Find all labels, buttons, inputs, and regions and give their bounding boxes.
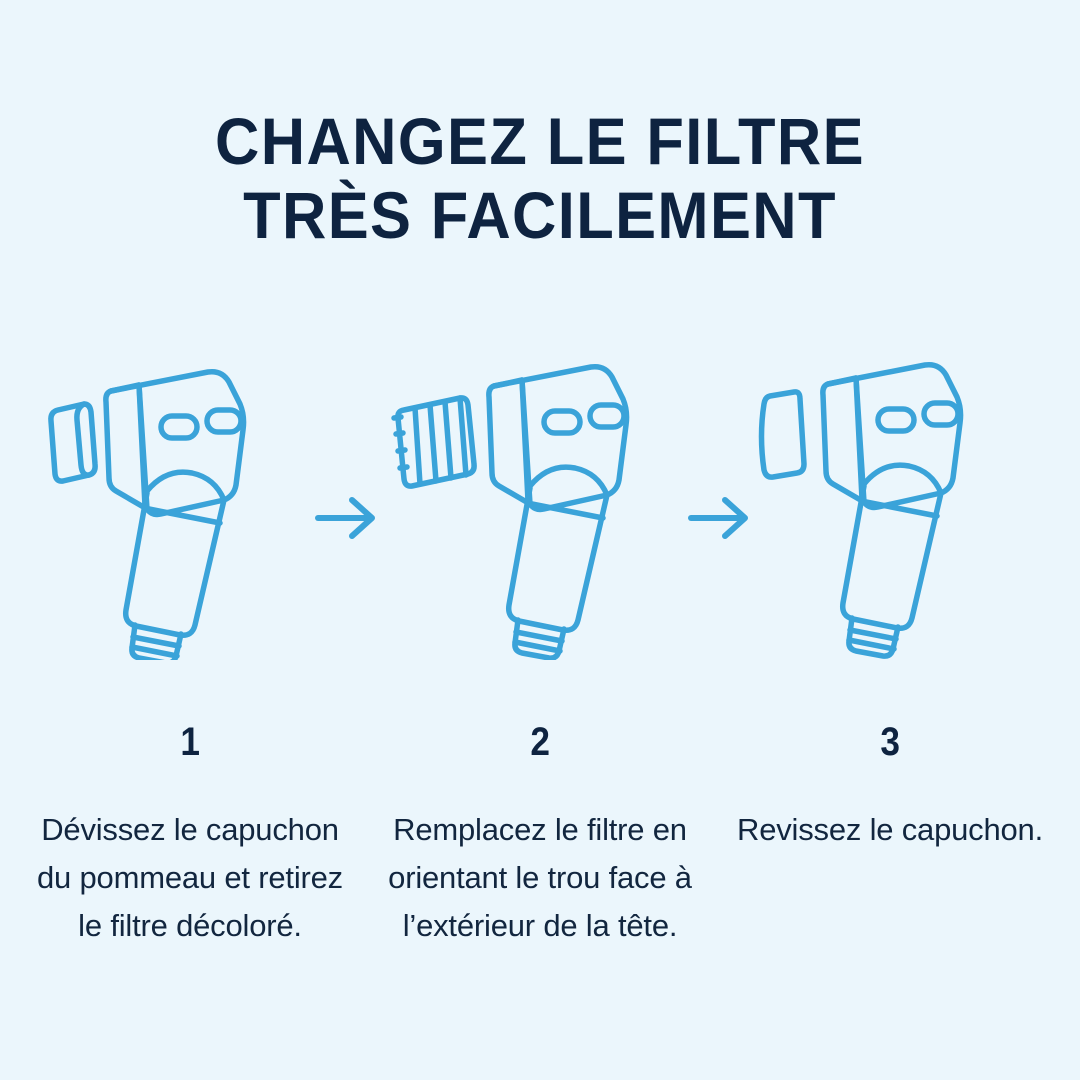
nozzle-thread-2 bbox=[512, 639, 563, 654]
cap-ring-inner-edge bbox=[74, 401, 92, 478]
handle-body bbox=[122, 490, 227, 639]
filter-tooth-1 bbox=[391, 414, 404, 421]
filter-tooth-3 bbox=[395, 447, 408, 454]
cap-ring bbox=[758, 389, 807, 480]
handle-collar bbox=[527, 464, 610, 498]
step-caption-3: Revissez le capuchon. bbox=[737, 812, 1043, 847]
handle-collar-seam bbox=[529, 501, 606, 521]
nozzle-thread-2 bbox=[846, 637, 897, 652]
arrow-right-icon-2 bbox=[688, 497, 748, 539]
title-line-2: TRÈS FACILEMENT bbox=[243, 178, 837, 252]
step-caption-2: Remplacez le filtre en orientant le trou… bbox=[388, 812, 692, 943]
showerhead-with-detached-cap-ring-illustration bbox=[48, 368, 247, 660]
nozzle-hole-right bbox=[921, 400, 961, 428]
nozzle-thread-1 bbox=[130, 634, 182, 649]
page-title: CHANGEZ LE FILTRE TRÈS FACILEMENT bbox=[0, 104, 1080, 252]
step-3: 3 Revissez le capuchon. bbox=[730, 360, 1050, 854]
nozzle-hole-left bbox=[158, 413, 200, 441]
nozzle-thread-2 bbox=[129, 644, 180, 659]
step-number-1: 1 bbox=[179, 720, 201, 764]
showerhead-with-filter-cartridge-illustration bbox=[391, 363, 630, 660]
head-front-seam-2 bbox=[519, 377, 531, 504]
filter-rib-3 bbox=[442, 399, 454, 481]
cap-ring-outer bbox=[48, 401, 98, 484]
filter-tooth-2 bbox=[393, 430, 406, 437]
showerhead-with-cap-reattaching-illustration bbox=[758, 361, 964, 659]
step-2: 2 Remplacez le filtre en orientant le tr… bbox=[380, 360, 700, 950]
arrow-right-icon-1 bbox=[315, 497, 375, 539]
handle-collar bbox=[144, 469, 227, 503]
nozzle-base bbox=[129, 622, 184, 660]
nozzle-hole-left bbox=[541, 408, 583, 436]
steps-row: 1 Dévissez le capuchon du pommeau et ret… bbox=[0, 360, 1080, 1020]
handle-body bbox=[839, 483, 944, 632]
nozzle-base bbox=[846, 615, 901, 659]
handle-collar-seam bbox=[863, 499, 940, 519]
handle-body bbox=[505, 485, 610, 634]
filter-rib-1 bbox=[412, 405, 423, 487]
nozzle-thread-1 bbox=[847, 627, 899, 642]
handle-collar-seam bbox=[146, 506, 223, 526]
handle-collar bbox=[861, 462, 944, 496]
nozzle-hole-right bbox=[587, 402, 627, 430]
step-caption-1: Dévissez le capuchon du pommeau et retir… bbox=[37, 812, 343, 943]
head-front-seam-2 bbox=[853, 375, 865, 502]
step-number-2: 2 bbox=[529, 720, 551, 764]
step-1: 1 Dévissez le capuchon du pommeau et ret… bbox=[30, 360, 350, 950]
filter-rib-2 bbox=[427, 402, 439, 484]
nozzle-hole-left bbox=[875, 406, 917, 434]
nozzle-base bbox=[512, 617, 567, 660]
nozzle-thread-1 bbox=[513, 629, 565, 644]
title-line-1: CHANGEZ LE FILTRE bbox=[215, 104, 865, 178]
nozzle-hole-right bbox=[204, 407, 244, 435]
filter-rib-4 bbox=[457, 395, 469, 478]
step-number-3: 3 bbox=[879, 720, 901, 764]
head-front-seam-2 bbox=[136, 382, 148, 509]
filter-tooth-4 bbox=[397, 464, 410, 471]
